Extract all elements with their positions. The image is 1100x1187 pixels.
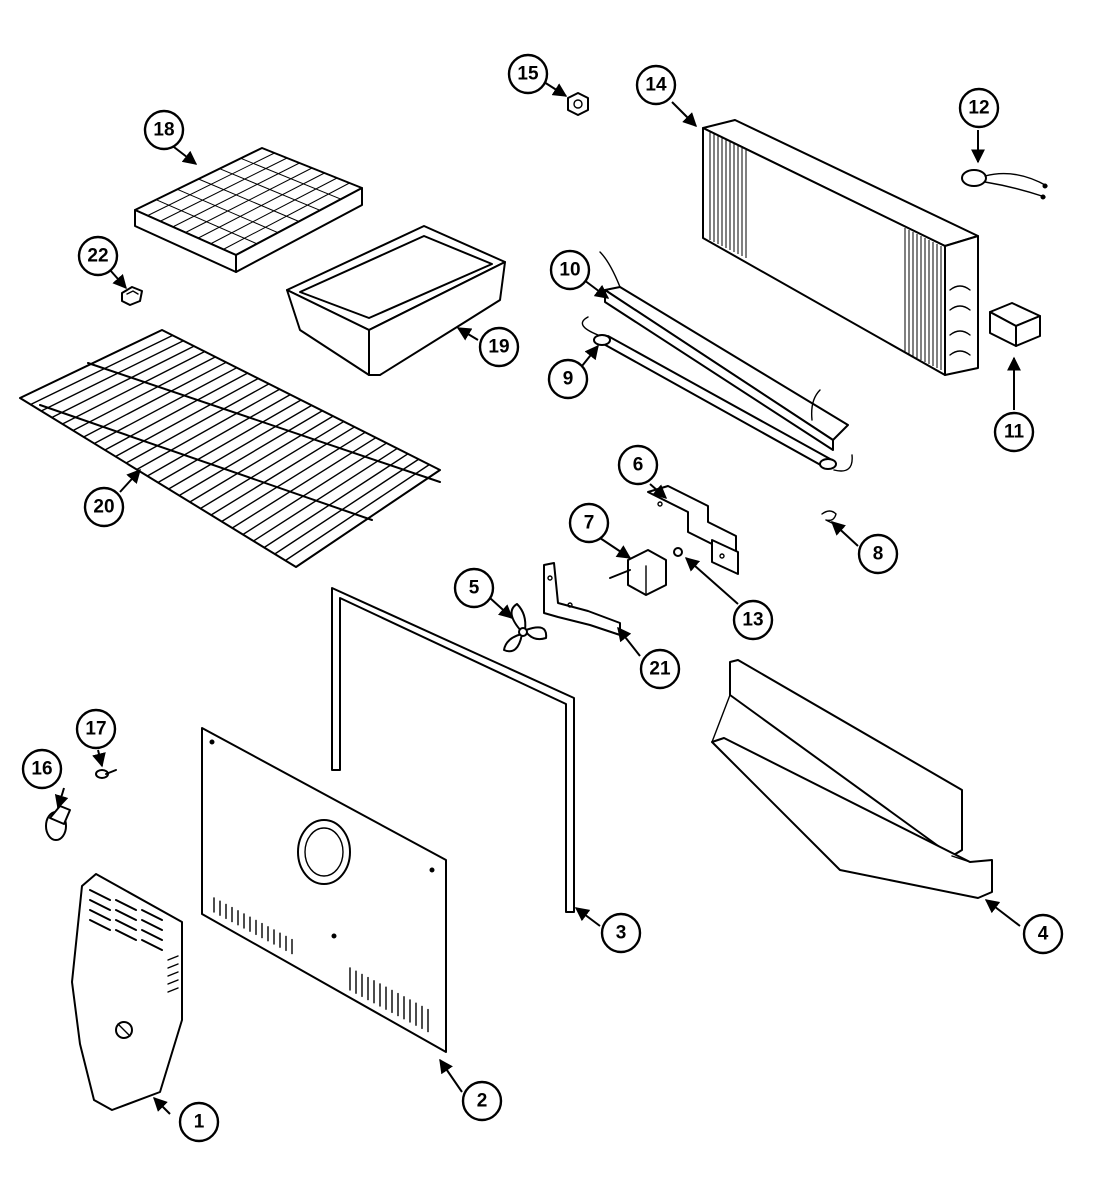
callout-13: 13 xyxy=(732,599,774,641)
part-thermostat xyxy=(961,169,1048,200)
callout-3: 3 xyxy=(600,912,642,954)
callout-17: 17 xyxy=(75,708,117,750)
part-ice-tray xyxy=(134,147,363,273)
svg-text:13: 13 xyxy=(742,610,763,631)
callout-10: 10 xyxy=(549,249,591,291)
part-back-panel xyxy=(201,727,447,1053)
part-wire-clip xyxy=(821,510,837,525)
callout-16: 16 xyxy=(21,748,63,790)
svg-text:21: 21 xyxy=(649,659,671,680)
svg-text:15: 15 xyxy=(517,64,539,85)
part-control-housing xyxy=(71,873,183,1111)
svg-text:12: 12 xyxy=(968,98,989,119)
svg-text:20: 20 xyxy=(93,497,114,518)
svg-text:18: 18 xyxy=(153,120,174,141)
svg-text:14: 14 xyxy=(645,75,667,96)
svg-text:19: 19 xyxy=(488,337,509,358)
svg-text:1: 1 xyxy=(194,1112,205,1133)
part-motor-bracket xyxy=(647,485,739,575)
part-wire-shelf xyxy=(19,329,441,568)
part-spacer xyxy=(673,547,683,557)
callout-12: 12 xyxy=(958,87,1000,129)
callout-2: 2 xyxy=(461,1080,503,1122)
callout-7: 7 xyxy=(568,502,610,544)
callout-1: 1 xyxy=(178,1101,220,1143)
svg-text:5: 5 xyxy=(469,578,480,599)
callout-8: 8 xyxy=(857,533,899,575)
svg-text:8: 8 xyxy=(873,544,884,565)
callout-19: 19 xyxy=(478,326,520,368)
part-fan-bracket xyxy=(543,562,621,636)
part-ice-bin xyxy=(286,225,506,376)
callout-5: 5 xyxy=(453,567,495,609)
svg-text:4: 4 xyxy=(1038,924,1049,945)
part-block xyxy=(989,302,1041,347)
svg-text:6: 6 xyxy=(633,455,644,476)
svg-text:22: 22 xyxy=(87,246,108,267)
svg-text:10: 10 xyxy=(559,260,580,281)
svg-text:17: 17 xyxy=(85,719,106,740)
callout-14: 14 xyxy=(635,64,677,106)
part-defrost-heater xyxy=(581,316,853,472)
callout-20: 20 xyxy=(83,486,125,528)
part-nut xyxy=(567,92,589,116)
part-channel xyxy=(711,659,993,899)
part-drain-trough xyxy=(599,251,849,451)
svg-text:2: 2 xyxy=(477,1091,488,1112)
callout-11: 11 xyxy=(993,411,1035,453)
part-fan-blade xyxy=(503,603,548,653)
part-knob xyxy=(45,805,71,841)
callout-4: 4 xyxy=(1022,913,1064,955)
svg-text:9: 9 xyxy=(563,369,574,390)
part-evaporator xyxy=(702,119,979,376)
callout-leaders xyxy=(54,81,1021,1115)
svg-text:11: 11 xyxy=(1004,422,1025,443)
svg-text:3: 3 xyxy=(616,923,627,944)
callout-badges: 1 2 3 4 5 6 7 8 9 10 11 12 13 14 15 16 1… xyxy=(21,53,1064,1143)
callout-9: 9 xyxy=(547,358,589,400)
part-gasket-frame xyxy=(331,587,575,913)
part-clip xyxy=(121,286,143,306)
callout-22: 22 xyxy=(77,235,119,277)
callout-21: 21 xyxy=(639,648,681,690)
callout-18: 18 xyxy=(143,109,185,151)
svg-text:16: 16 xyxy=(31,759,52,780)
svg-text:7: 7 xyxy=(584,513,595,534)
part-fan-motor xyxy=(609,549,667,596)
callout-6: 6 xyxy=(617,444,659,486)
part-screw xyxy=(95,769,117,779)
callout-15: 15 xyxy=(507,53,549,95)
